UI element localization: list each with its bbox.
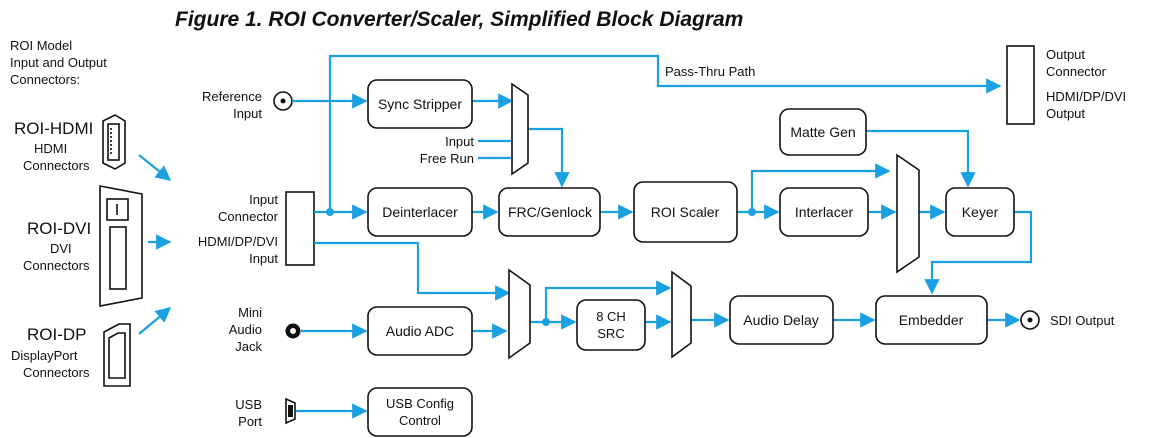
keyer-block — [945, 187, 1015, 237]
mini-audio-label-3: Jack — [235, 339, 262, 354]
connector-header-line-1: ROI Model — [10, 38, 72, 53]
sync-stripper-label: Sync Stripper — [378, 96, 462, 112]
connector-header-line-3: Connectors: — [10, 72, 80, 87]
mux-input-label: Input — [445, 134, 474, 149]
pass-thru-wire — [328, 54, 1002, 212]
input-connector-label-3: HDMI/DP/DVI — [198, 234, 278, 249]
dvi-desc-1: DVI — [50, 241, 72, 256]
src-block — [576, 299, 646, 351]
mini-audio-label-2: Audio — [229, 322, 262, 337]
input-connector-label-1: Input — [249, 192, 278, 207]
output-connector-block — [1006, 45, 1035, 125]
connector-header-line-2: Input and Output — [10, 55, 107, 70]
usb-config-label-1: USB Config — [386, 396, 454, 411]
signal-wires — [292, 54, 1033, 419]
hdmi-arrow — [138, 154, 172, 181]
keyer-label: Keyer — [962, 204, 999, 220]
deinterlacer-block — [367, 187, 473, 237]
matte-gen-label: Matte Gen — [790, 124, 855, 140]
dp-desc-1: DisplayPort — [11, 348, 78, 363]
figure-title: Figure 1. ROI Converter/Scaler, Simplifi… — [175, 8, 743, 31]
hdmi-connector-icon — [102, 114, 126, 170]
audio-delay-block — [729, 295, 834, 345]
output-connector-label-2: Connector — [1046, 64, 1107, 79]
reference-input-port-icon — [273, 91, 293, 111]
matte-gen-block — [779, 108, 867, 156]
mux-free-run-label: Free Run — [420, 151, 474, 166]
reference-input-label-1: Reference — [202, 89, 262, 104]
usb-port-label-1: USB — [235, 397, 262, 412]
sync-stripper-block — [367, 79, 473, 129]
roi-dp-model: ROI-DP — [27, 325, 87, 344]
frc-genlock-block — [498, 187, 601, 237]
frc-genlock-label: FRC/Genlock — [508, 204, 593, 220]
roi-dvi-model: ROI-DVI — [27, 219, 91, 238]
dvi-desc-2: Connectors — [23, 258, 90, 273]
dp-desc-2: Connectors — [23, 365, 90, 380]
audio-adc-block — [367, 306, 473, 356]
interlacer-label: Interlacer — [795, 204, 854, 220]
mini-audio-label-1: Mini — [238, 305, 262, 320]
mini-audio-jack-icon — [285, 323, 301, 339]
src-label-1: 8 CH — [596, 309, 626, 324]
embedder-block — [875, 295, 988, 345]
reference-mux — [511, 82, 529, 176]
roi-scaler-label: ROI Scaler — [651, 204, 720, 220]
roi-scaler-block — [633, 181, 738, 243]
sdi-output-label: SDI Output — [1050, 313, 1115, 328]
displayport-connector-icon — [103, 323, 131, 387]
deinterlacer-label: Deinterlacer — [382, 204, 458, 220]
connector-legend: ROI Model Input and Output Connectors: R… — [10, 38, 172, 387]
usb-port-icon — [285, 397, 296, 425]
video-output-mux — [896, 153, 920, 274]
embedder-label: Embedder — [899, 312, 964, 328]
hdmi-desc-1: HDMI — [34, 141, 67, 156]
src-label-2: SRC — [597, 326, 624, 341]
reference-input-label-2: Input — [233, 106, 262, 121]
audio-output-mux — [671, 270, 692, 359]
input-connector-label-4: Input — [249, 251, 278, 266]
usb-config-label-2: Control — [399, 413, 441, 428]
hdmi-desc-2: Connectors — [23, 158, 90, 173]
usb-config-block — [367, 387, 473, 437]
pass-thru-label: Pass-Thru Path — [665, 64, 755, 79]
output-connector-label-3: HDMI/DP/DVI — [1046, 89, 1126, 104]
audio-adc-label: Audio ADC — [386, 323, 454, 339]
roi-hdmi-model: ROI-HDMI — [14, 119, 93, 138]
output-connector-label-4: Output — [1046, 106, 1085, 121]
input-connector-block — [285, 191, 315, 266]
usb-port-label-2: Port — [238, 414, 262, 429]
input-connector-label-2: Connector — [218, 209, 279, 224]
output-connector-label-1: Output — [1046, 47, 1085, 62]
dvi-connector-icon — [99, 185, 143, 307]
interlacer-block — [779, 187, 869, 237]
audio-input-mux — [508, 268, 531, 360]
dp-arrow — [138, 307, 172, 335]
sdi-output-port-icon — [1020, 310, 1040, 330]
audio-delay-label: Audio Delay — [743, 312, 819, 328]
